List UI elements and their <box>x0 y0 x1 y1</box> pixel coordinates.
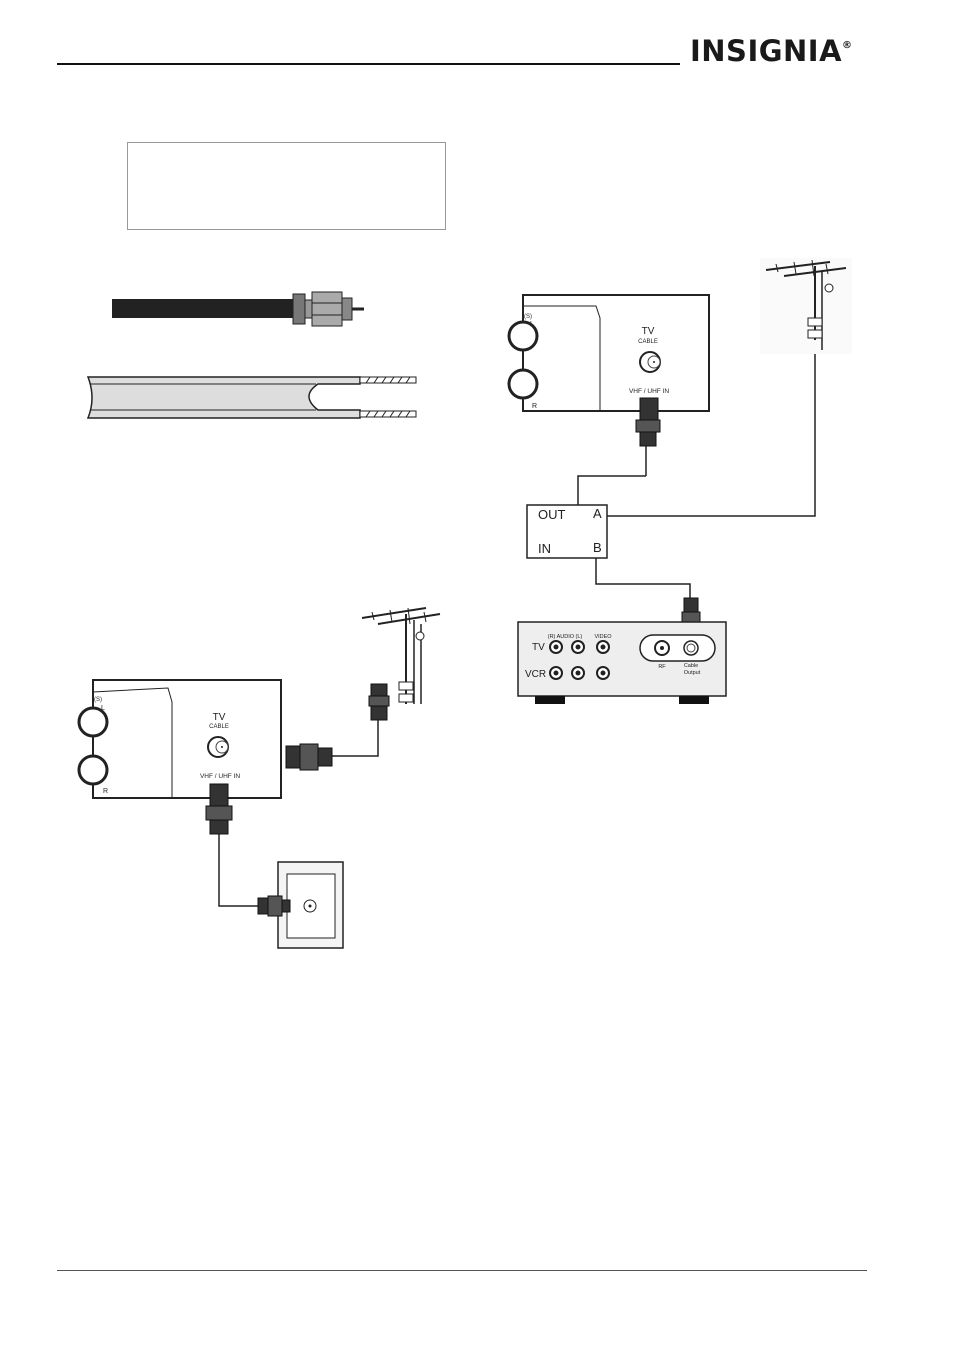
upper-cable-runs <box>577 354 816 598</box>
header-rule <box>57 63 680 65</box>
receiver-tv-row-label: TV <box>532 642 545 653</box>
upper-audio-top-label: (S) <box>524 314 532 320</box>
note-box <box>127 142 446 230</box>
lower-tv-label: TV <box>213 712 226 723</box>
ab-switch-out-label: OUT <box>538 507 566 522</box>
lower-tv-bottom-coax-plug <box>205 783 258 907</box>
lower-antenna-icon <box>361 607 441 704</box>
lower-input-label: VHF / UHF IN <box>200 773 240 780</box>
lower-tv-side-coax-plug <box>285 743 333 771</box>
registered-mark: ® <box>842 40 853 51</box>
receiver-vcr-row-label: VCR <box>525 669 546 680</box>
upper-antenna-icon <box>760 258 852 354</box>
ab-switch-a-label: A <box>593 506 602 521</box>
lower-antenna-coax-plug <box>332 683 390 757</box>
ab-switch-in-label: IN <box>538 541 551 556</box>
upper-audio-r-label: R <box>532 403 537 410</box>
receiver-video-header: VIDEO <box>594 634 612 640</box>
receiver-rf-label: RF <box>658 664 666 670</box>
upper-tv-back-panel: (S) L R TV CABLE VHF / UHF IN <box>507 294 710 412</box>
footer-rule <box>57 1270 867 1271</box>
receiver-audio-header: (R) AUDIO (L) <box>548 634 583 640</box>
lower-audio-l-label: L <box>101 705 105 712</box>
coax-cable-illustration <box>112 291 364 327</box>
ab-switch-b-label: B <box>593 540 602 555</box>
lower-tv-back-panel: (S) L R TV CABLE VHF / UHF IN <box>77 679 282 799</box>
ab-switch-box: OUT A IN B <box>526 504 608 559</box>
brand-logo: INSIGNIA® <box>690 34 853 68</box>
lower-audio-r-label: R <box>103 788 108 795</box>
wall-outlet <box>257 861 344 949</box>
lower-audio-top-label: (S) <box>94 697 102 703</box>
brand-name: INSIGNIA <box>690 34 843 68</box>
upper-tv-label: TV <box>642 326 655 337</box>
upper-tv-coax-plug <box>635 397 661 476</box>
upper-audio-l-label: L <box>530 321 534 328</box>
receiver-cable-output-label-2: Output <box>684 670 701 676</box>
receiver-cable-output-label-1: Cable <box>684 663 698 669</box>
twin-lead-cable-illustration <box>86 376 417 419</box>
receiver-unit: (R) AUDIO (L) VIDEO TV VCR RF Cable Outp… <box>517 621 727 704</box>
lower-cable-label: CABLE <box>209 724 229 730</box>
upper-input-label: VHF / UHF IN <box>629 388 669 395</box>
upper-cable-label: CABLE <box>638 339 658 345</box>
